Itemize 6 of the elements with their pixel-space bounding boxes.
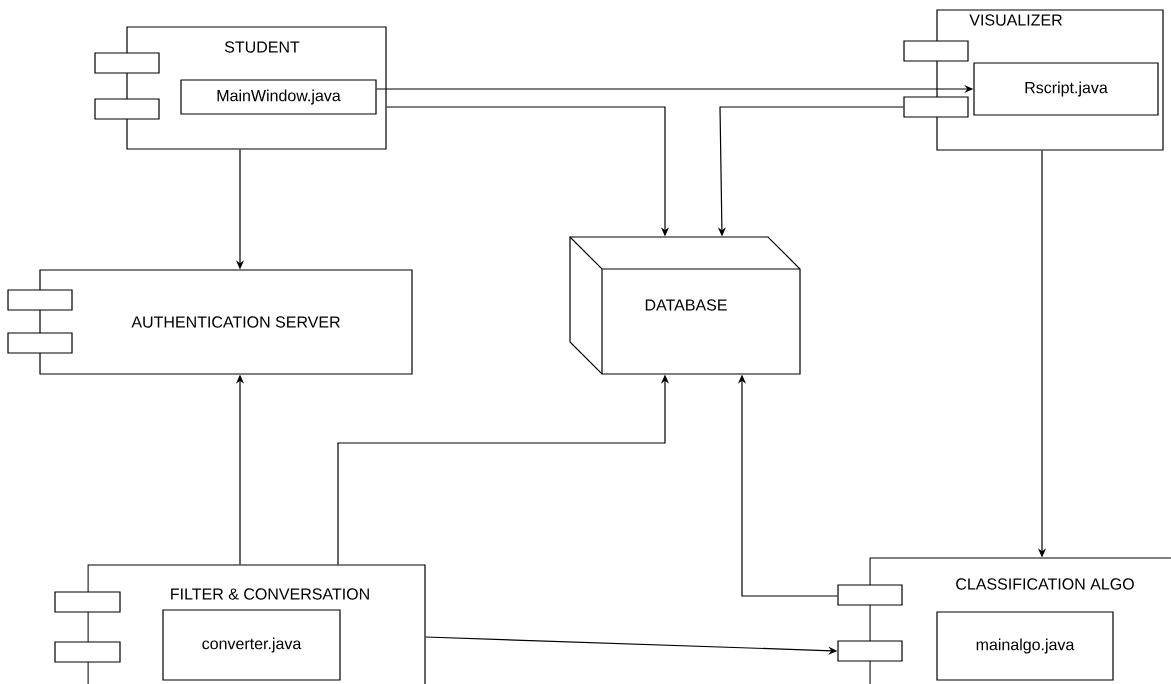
class-box: converter.java — [162, 609, 341, 681]
class-box: Rscript.java — [973, 62, 1159, 116]
database-cube: DATABASE — [569, 236, 801, 375]
class-box: MainWindow.java — [180, 79, 377, 115]
class-box: mainalgo.java — [936, 611, 1114, 681]
component-box: AUTHENTICATION SERVER — [7, 269, 413, 375]
